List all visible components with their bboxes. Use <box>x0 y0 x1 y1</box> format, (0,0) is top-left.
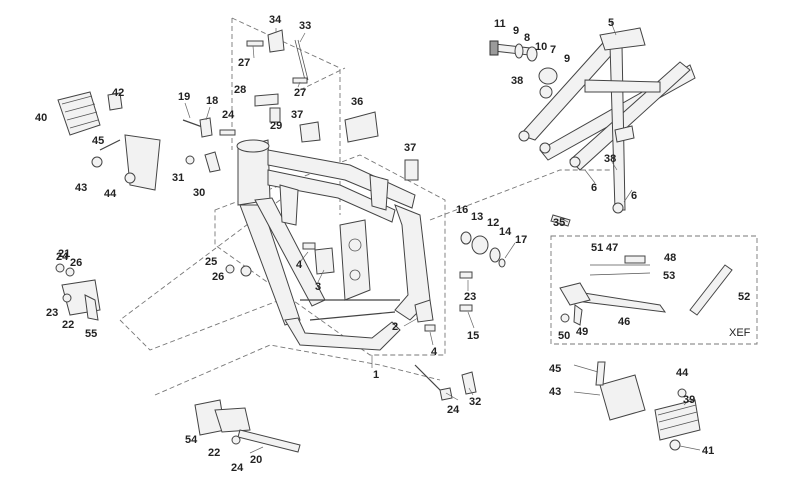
callout: 9 <box>513 25 519 37</box>
callout: 40 <box>35 112 47 124</box>
callout: 33 <box>299 20 311 32</box>
callout: 30 <box>193 187 205 199</box>
assembly-dashed-boundaries <box>119 17 758 396</box>
callout: 36 <box>351 96 363 108</box>
callout: 38 <box>511 75 523 87</box>
callout: 24 <box>56 251 69 263</box>
callout: 45 <box>549 363 561 375</box>
callout: 14 <box>499 226 512 238</box>
callout: 20 <box>250 454 262 466</box>
right-footpeg <box>595 361 701 451</box>
callout: 22 <box>208 447 220 459</box>
callout: 2 <box>392 321 398 333</box>
callout: 39 <box>683 394 695 406</box>
callout: 7 <box>550 44 556 56</box>
callout: 19 <box>178 91 190 103</box>
callout: 44 <box>676 367 689 379</box>
callout: 50 <box>558 330 570 342</box>
subframe-bolts <box>489 40 571 227</box>
leader-lines <box>184 21 701 454</box>
callout: 5 <box>608 17 614 29</box>
callout: 37 <box>291 109 303 121</box>
callout: 54 <box>185 434 198 446</box>
callout: 52 <box>738 291 750 303</box>
callout: 24 <box>447 404 460 416</box>
callout: 45 <box>92 135 104 147</box>
callout: 43 <box>75 182 87 194</box>
callout: 44 <box>104 188 117 200</box>
callout: 23 <box>464 291 476 303</box>
callout: 12 <box>487 217 499 229</box>
callout: 6 <box>631 190 637 202</box>
callout: 46 <box>618 316 630 328</box>
small-hardware <box>182 29 506 401</box>
callout: 53 <box>663 270 675 282</box>
callout: 4 <box>296 259 303 271</box>
rear-subframe <box>518 27 696 214</box>
callout: 27 <box>238 57 250 69</box>
callout: 17 <box>515 234 527 246</box>
callout: 11 <box>494 18 506 30</box>
callout: 16 <box>456 204 468 216</box>
callout: 23 <box>46 307 58 319</box>
callout: 13 <box>471 211 483 223</box>
callout: 24 <box>231 462 244 474</box>
callout: 41 <box>702 445 714 457</box>
callout: 37 <box>404 142 416 154</box>
inset-label: XEF <box>729 327 751 339</box>
callout: 32 <box>469 396 481 408</box>
callout: 24 <box>222 109 235 121</box>
callout: 25 <box>205 256 217 268</box>
callout: 4 <box>431 346 438 358</box>
callout: 43 <box>549 386 561 398</box>
callout: 18 <box>206 95 218 107</box>
callout: 21 <box>58 248 70 260</box>
callout: 15 <box>467 330 479 342</box>
left-footpeg <box>57 91 161 191</box>
callout: 48 <box>664 252 676 264</box>
callout: 26 <box>70 257 82 269</box>
callout: 3 <box>315 281 321 293</box>
callout: 49 <box>576 326 588 338</box>
main-frame <box>236 139 431 351</box>
callout: 28 <box>234 84 246 96</box>
callout: 22 <box>62 319 74 331</box>
callout: 10 <box>535 41 547 53</box>
callout: 26 <box>212 271 224 283</box>
callout: 38 <box>604 153 616 165</box>
callout: 31 <box>172 172 184 184</box>
callout: 55 <box>85 328 97 340</box>
callout: 35 <box>553 217 565 229</box>
callout: 1 <box>373 369 379 381</box>
side-stand-assembly <box>559 255 733 326</box>
callout: 6 <box>591 182 597 194</box>
callout: 34 <box>269 14 282 26</box>
callout-labels: 1 2 3 4 4 5 6 6 7 8 9 9 10 11 12 13 14 1… <box>35 14 751 474</box>
callout: 29 <box>270 120 282 132</box>
engine-mount-brackets <box>55 263 301 453</box>
callout: 27 <box>294 87 306 99</box>
callout: 47 <box>606 242 618 254</box>
callout: 8 <box>524 32 530 44</box>
callout: 9 <box>564 53 570 65</box>
callout: 51 <box>591 242 603 254</box>
callout: 42 <box>112 87 124 99</box>
